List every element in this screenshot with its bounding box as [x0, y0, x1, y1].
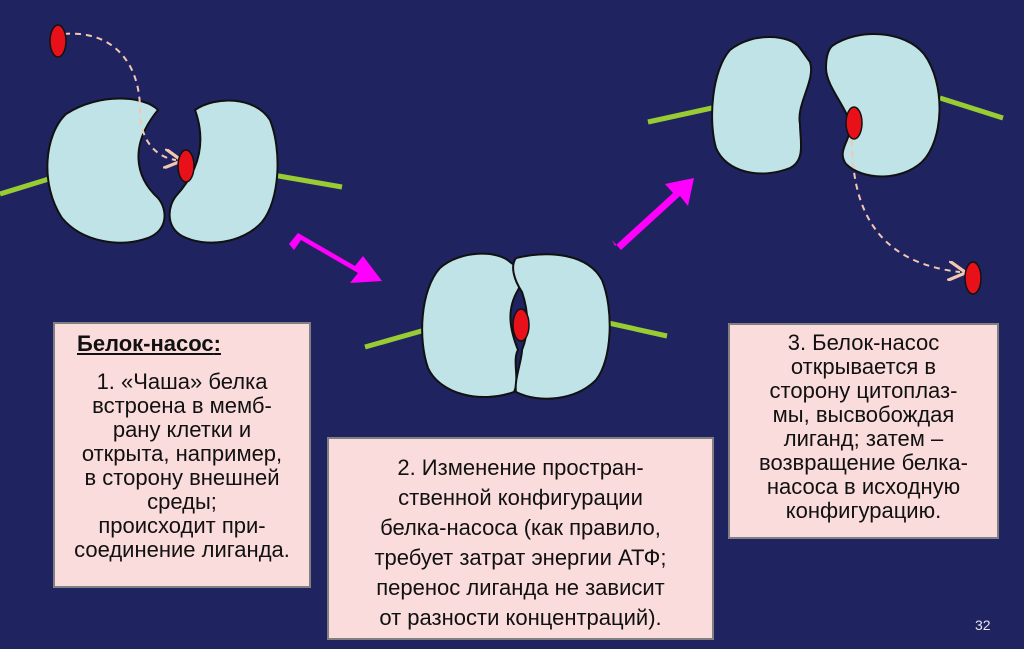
step3-line: сторону цитоплаз- — [769, 378, 958, 403]
membrane-right-3 — [939, 95, 1004, 121]
step2-line: требует затрат энергии АТФ; — [374, 545, 667, 570]
protein-half-right-3 — [824, 33, 941, 178]
step1-line: соединение лиганда. — [74, 537, 290, 562]
step2-line: 2. Изменение простран- — [397, 455, 644, 480]
ligand-start-1 — [49, 24, 67, 58]
membrane-left-2 — [364, 327, 426, 350]
pump-stage-1 — [0, 24, 343, 244]
protein-half-left-2 — [421, 252, 522, 399]
step1-heading: Белок-насос: — [59, 332, 305, 356]
step1-line: в сторону внешней — [84, 465, 280, 490]
pump-stage-3 — [647, 33, 1004, 295]
step2-line: белка-насоса (как правило, — [380, 515, 661, 540]
step2-line: ственной конфигурации — [398, 485, 643, 510]
protein-half-left-1 — [46, 97, 166, 244]
membrane-left-3 — [647, 105, 713, 125]
transition-arrow-2 — [612, 178, 694, 250]
step3-text-box: 3. Белок-насос открывается в сторону цит… — [728, 323, 999, 539]
step1-heading-text: Белок-насос — [77, 331, 214, 356]
page-number: 32 — [975, 617, 991, 633]
step1-line: 1. «Чаша» белка — [96, 369, 268, 394]
protein-half-right-2 — [512, 253, 611, 400]
step1-line: рану клетки и — [112, 417, 252, 442]
step1-line: встроена в мемб- — [92, 393, 272, 418]
step2-text-box: 2. Изменение простран- ственной конфигур… — [327, 437, 714, 640]
transition-arrow-1 — [289, 233, 382, 283]
protein-half-left-3 — [711, 36, 813, 175]
membrane-right-2 — [603, 319, 668, 339]
step3-line: насоса в исходную — [766, 474, 961, 499]
step1-line: открыта, например, — [81, 441, 283, 466]
step3-line: конфигурацию. — [785, 498, 942, 523]
step3-line: лиганд; затем – — [783, 426, 944, 451]
step2-line: перенос лиганда не зависит — [376, 575, 665, 600]
membrane-left-1 — [0, 175, 53, 197]
ligand-path-1 — [63, 32, 176, 160]
ligand-path-3 — [851, 139, 960, 272]
step1-text-box: Белок-насос: 1. «Чаша» белка встроена в … — [53, 322, 311, 588]
ligand-end-3 — [964, 261, 982, 295]
ligand-bound-1 — [177, 149, 195, 183]
pump-stage-2 — [364, 252, 668, 400]
ligand-enclosed-2 — [512, 308, 530, 342]
step3-line: открывается в — [790, 354, 937, 379]
step1-line: среды; — [147, 489, 217, 514]
membrane-right-1 — [272, 172, 343, 190]
step1-line: происходит при- — [98, 513, 266, 538]
step3-line: 3. Белок-насос — [787, 330, 940, 355]
protein-half-right-1 — [168, 99, 279, 244]
step3-line: мы, высвобождая — [772, 402, 955, 427]
step3-line: возвращение белка- — [759, 450, 968, 475]
step2-line: от разности концентраций). — [379, 605, 662, 630]
ligand-released-3 — [845, 106, 863, 140]
step1-heading-colon: : — [213, 331, 221, 356]
